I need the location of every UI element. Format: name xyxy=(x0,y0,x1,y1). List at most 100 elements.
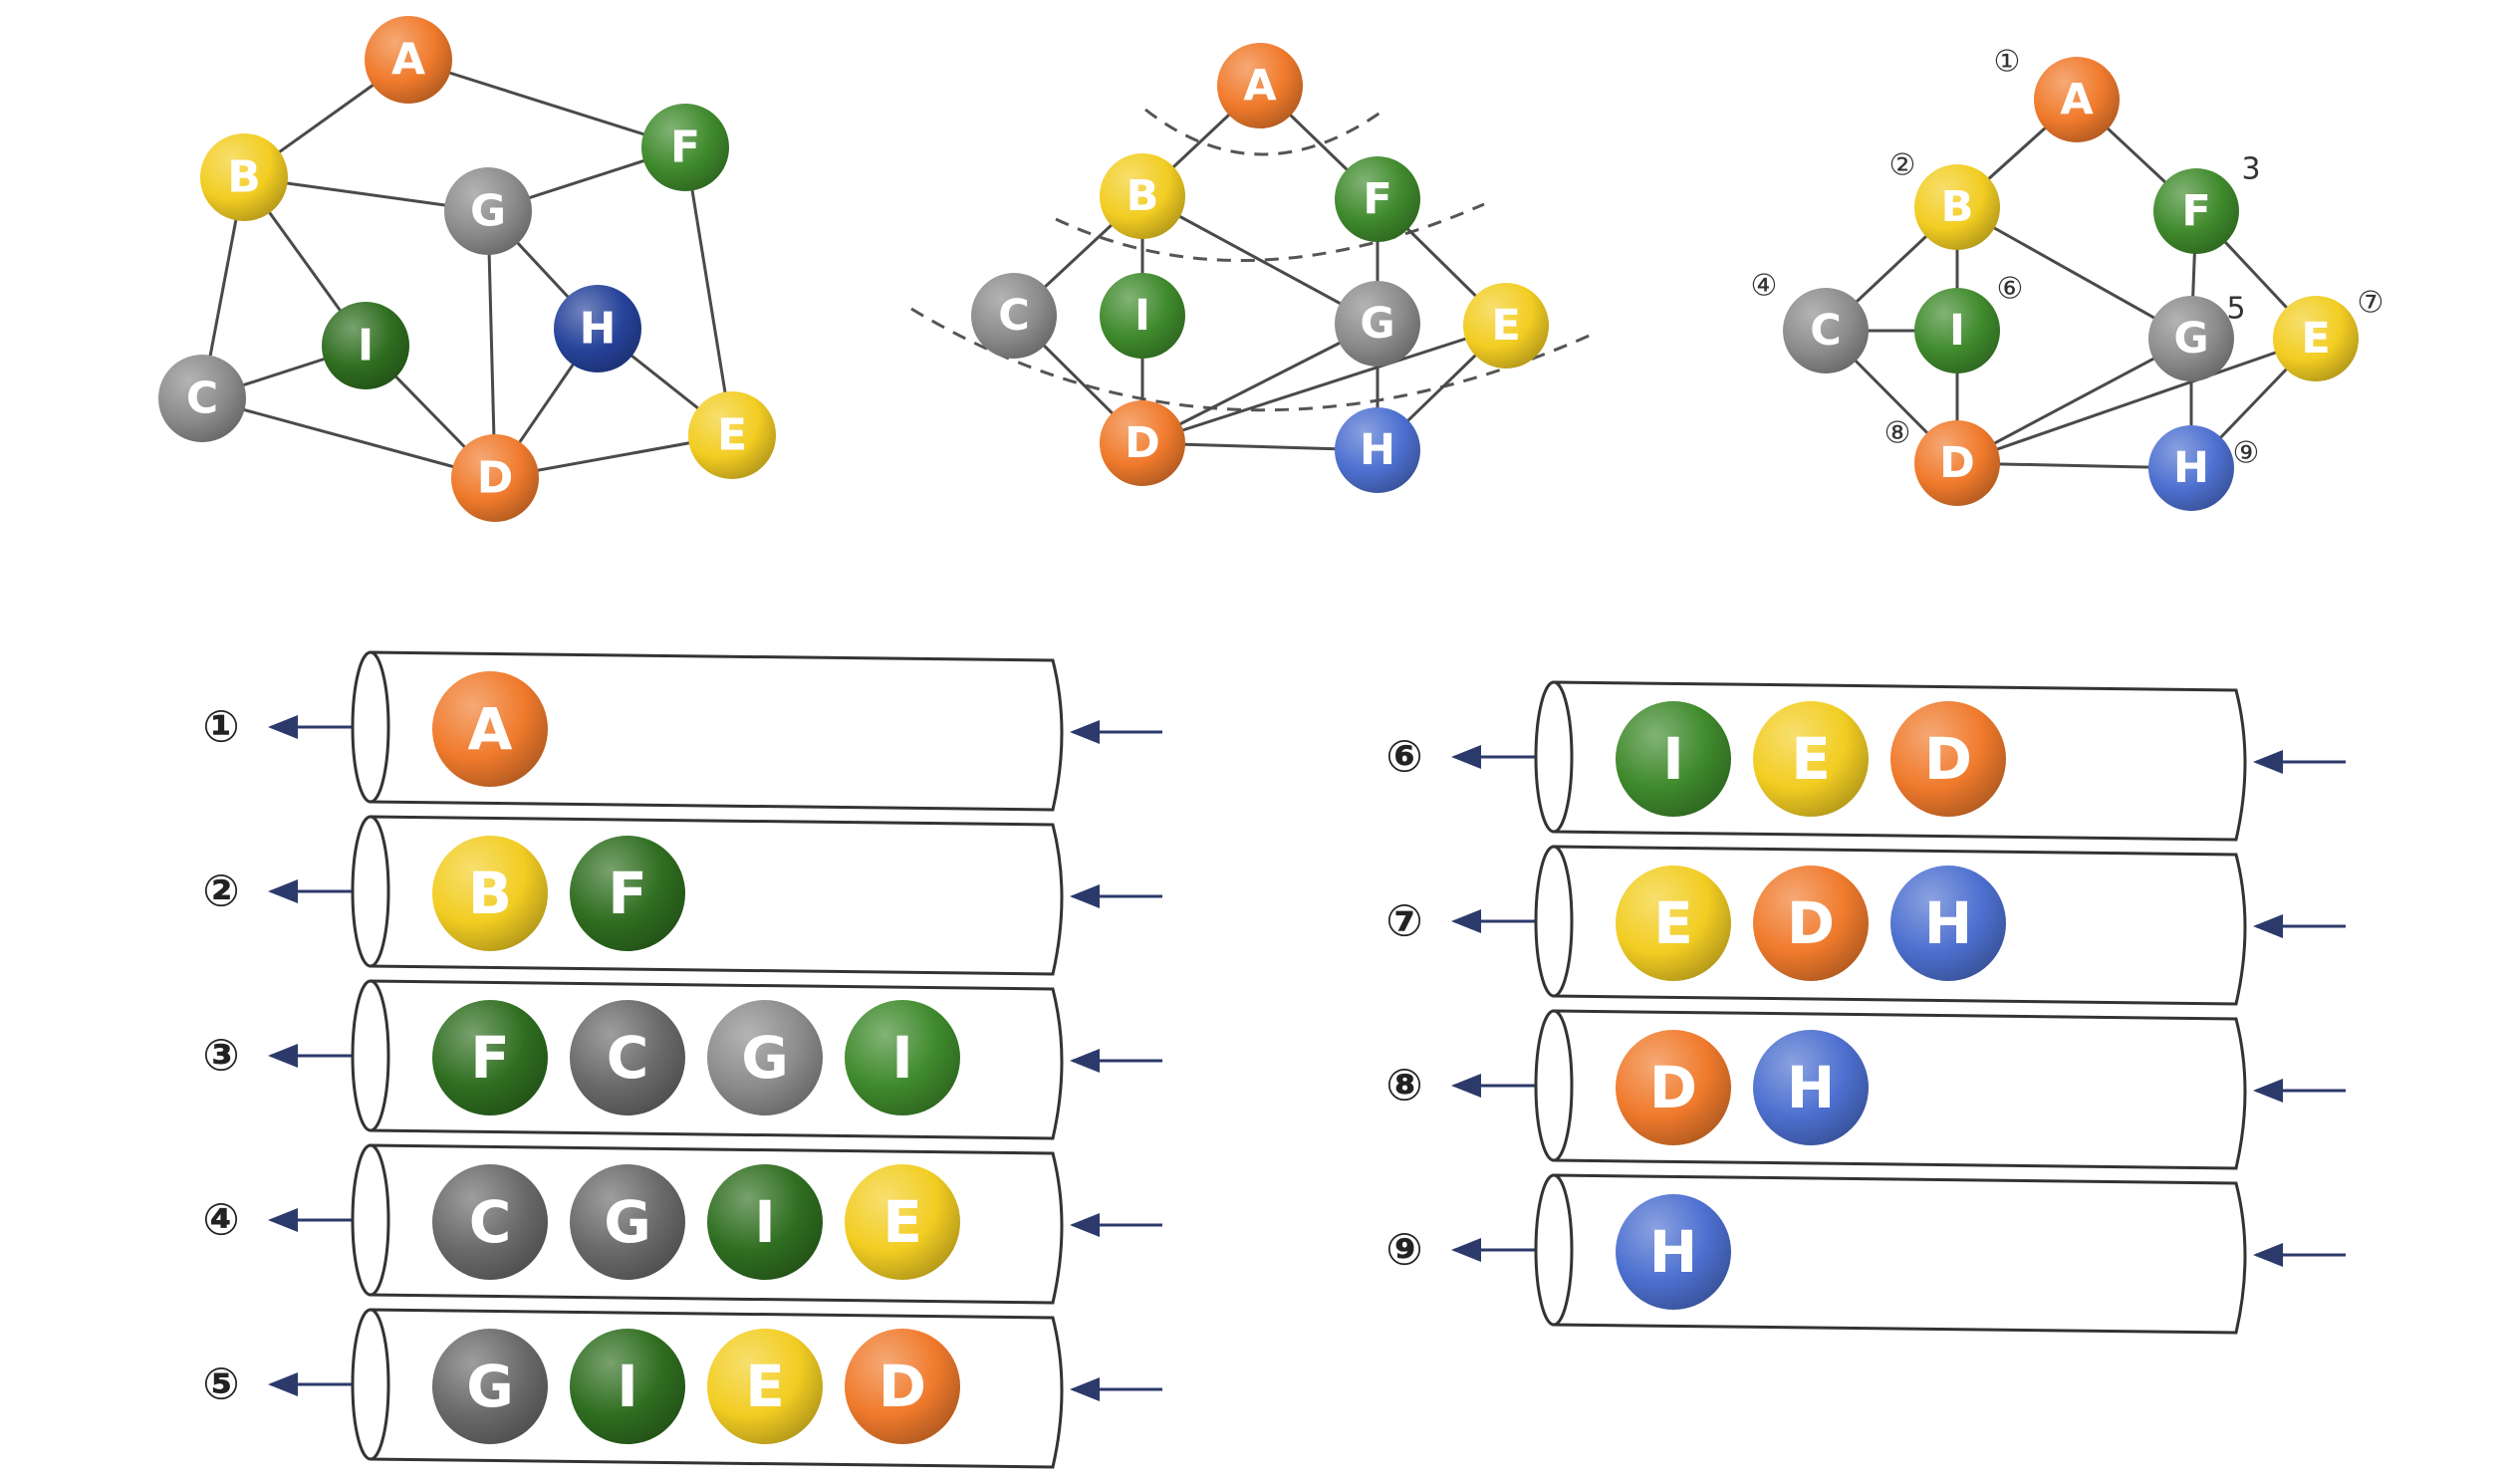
queue-ball-circle xyxy=(707,1000,823,1115)
queue-step-number: ④ xyxy=(202,1195,239,1246)
queue-ball-label: E xyxy=(745,1353,785,1420)
graph-node: D xyxy=(451,434,539,522)
queue-ball: G xyxy=(707,1000,823,1115)
visit-order-label: ④ xyxy=(1751,269,1778,304)
queue-ball-circle xyxy=(570,1164,685,1280)
graph-node-label: I xyxy=(1134,291,1150,341)
visit-order-label: ⑥ xyxy=(1997,272,2024,307)
edge-G-D xyxy=(486,210,497,479)
graph-node: I xyxy=(1914,288,2000,373)
queue-ball: E xyxy=(707,1329,823,1444)
graph-node-label: I xyxy=(1949,306,1965,356)
graph-node-label: H xyxy=(580,304,617,355)
queue-tube-opening xyxy=(1534,845,1574,998)
queue-step-number: ⑧ xyxy=(1385,1061,1422,1112)
queue-ball-circle xyxy=(845,1329,960,1444)
graph-node: A xyxy=(2034,57,2120,142)
queue-ball-circle xyxy=(1616,866,1731,981)
graph-node: D xyxy=(1100,400,1185,486)
graph-node-circle xyxy=(444,167,532,255)
queue-ball-label: C xyxy=(469,1188,512,1256)
queue-ball: I xyxy=(845,1000,960,1115)
graph-node-label: E xyxy=(1491,301,1520,351)
queue-ball: I xyxy=(570,1329,685,1444)
graph-node-circle xyxy=(1335,156,1420,242)
graph-node: E xyxy=(2273,296,2359,381)
queue-ball-circle xyxy=(1616,701,1731,817)
edge-G-D xyxy=(1141,322,1379,445)
queue-ball: C xyxy=(432,1164,548,1280)
queue-ball-label: E xyxy=(882,1188,922,1256)
queue-ball: G xyxy=(432,1329,548,1444)
graph-node-label: D xyxy=(477,453,514,504)
visit-order-label: 3 xyxy=(2241,152,2260,187)
queue-ball-circle xyxy=(1753,701,1869,817)
graph-node-label: F xyxy=(2181,186,2210,236)
graph-node-label: A xyxy=(2060,75,2094,124)
queue-tube-opening xyxy=(351,815,390,968)
graph-node-circle xyxy=(1100,400,1185,486)
level-divider xyxy=(1144,108,1385,156)
graph-node: A xyxy=(365,16,452,104)
queue-ball-label: H xyxy=(1924,889,1973,957)
queue-ball: D xyxy=(845,1329,960,1444)
queue-tube-opening xyxy=(1534,1173,1574,1327)
queue-ball: C xyxy=(570,1000,685,1115)
edge-F-E xyxy=(683,146,734,436)
graph-node-circle xyxy=(1217,43,1303,128)
queue-tube xyxy=(369,815,1064,976)
queue-tube-opening xyxy=(351,979,390,1132)
queue-step-number: ⑨ xyxy=(1385,1225,1422,1276)
graph-node-circle xyxy=(1100,153,1185,239)
graph-node-label: G xyxy=(1360,299,1394,349)
queue-step-number: ③ xyxy=(202,1031,239,1082)
graph-node-circle xyxy=(2273,296,2359,381)
queue-ball-circle xyxy=(1616,1194,1731,1310)
queue-ball-circle xyxy=(432,1329,548,1444)
graph-node: G xyxy=(1335,281,1420,367)
graph-node-circle xyxy=(971,273,1057,359)
queue-ball: D xyxy=(1753,866,1869,981)
graph-node-label: A xyxy=(1243,61,1277,111)
graph-node-label: C xyxy=(1810,306,1842,356)
queue-tube-opening xyxy=(351,1143,390,1297)
visit-order-label: 5 xyxy=(2226,292,2245,327)
queue-ball-label: D xyxy=(878,1353,926,1420)
queue-ball-circle xyxy=(1890,866,2006,981)
graph-node-label: C xyxy=(998,291,1030,341)
queue-ball: D xyxy=(1616,1030,1731,1145)
graph-node-label: B xyxy=(1127,171,1159,221)
graph-node-circle xyxy=(1335,281,1420,367)
queue-ball-label: D xyxy=(1924,725,1972,793)
graph-node: F xyxy=(2153,168,2239,254)
queue-ball: B xyxy=(432,836,548,951)
edge-E-D xyxy=(1956,337,2317,465)
queue-ball-label: E xyxy=(1791,725,1831,793)
queue-ball-circle xyxy=(432,671,548,787)
queue-ball-circle xyxy=(1753,866,1869,981)
queue-ball-circle xyxy=(707,1164,823,1280)
queue-ball: E xyxy=(1616,866,1731,981)
visit-order-label: ① xyxy=(1994,45,2021,80)
graph-node-label: F xyxy=(670,123,700,173)
edge-B-G xyxy=(1956,205,2192,341)
queue-tube-opening xyxy=(1534,1009,1574,1162)
graph-node: I xyxy=(1100,273,1185,359)
graph-node-circle xyxy=(641,104,729,191)
graph-node-circle xyxy=(2153,168,2239,254)
graph-node-label: H xyxy=(1360,425,1395,475)
graph-node: G xyxy=(2148,296,2234,381)
graph-node-label: B xyxy=(1941,182,1974,232)
graph-node-label: E xyxy=(2301,314,2330,364)
graph-node: G xyxy=(444,167,532,255)
graph-node: H xyxy=(1335,407,1420,493)
